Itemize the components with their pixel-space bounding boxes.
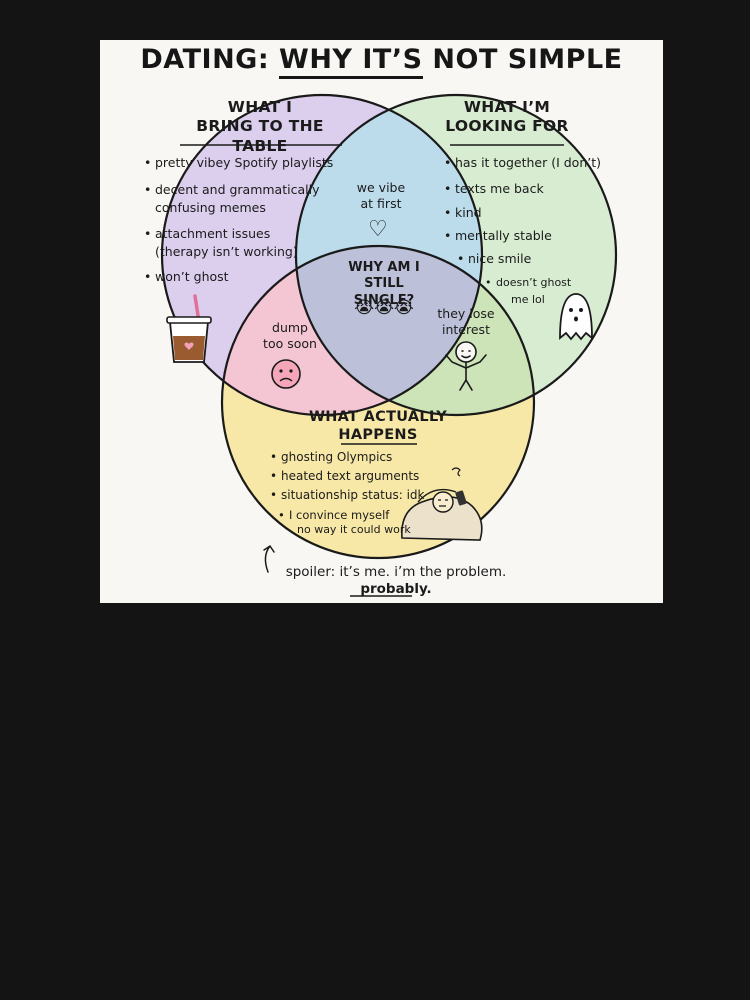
footer-arrow-icon <box>263 544 275 573</box>
overlap-bring-looking-label: we vibe at first <box>356 180 406 211</box>
looking-item: kind <box>444 205 481 221</box>
bring-item: won’t ghost <box>144 269 228 285</box>
person-in-bed-icon <box>401 467 483 541</box>
looking-heading: WHAT I’M LOOKING FOR <box>445 98 569 136</box>
looking-item: texts me back <box>444 181 544 197</box>
happens-item: heated text arguments <box>270 469 419 484</box>
looking-item: nice smile <box>457 251 531 267</box>
bring-item: pretty vibey Spotify playlists <box>144 155 333 171</box>
page-title: DATING: WHY IT’S NOT SIMPLE <box>100 44 663 79</box>
crying-emoji-icon: 😭😭😭 <box>354 298 414 318</box>
bring-item-continued: (therapy isn’t working) <box>155 244 298 259</box>
looking-item: has it together (I don’t) <box>444 155 601 171</box>
ghost-icon <box>559 293 593 341</box>
happens-item: I convince myself <box>278 508 389 523</box>
overlap-looking-happens-label: they lose interest <box>437 306 495 337</box>
overlap-bring-happens-label: dump too soon <box>263 320 317 351</box>
poster: DATING: WHY IT’S NOT SIMPLE WHAT I BRING… <box>100 40 663 603</box>
bring-item: decent and grammatically <box>144 182 320 198</box>
bring-item-continued: confusing memes <box>155 200 266 215</box>
bring-item: attachment issues <box>144 226 270 242</box>
heart-icon: ♡ <box>368 217 388 242</box>
happens-item: situationship status: idk <box>270 488 424 503</box>
bring-heading: WHAT I BRING TO THE TABLE <box>196 98 324 155</box>
looking-item-continued: me lol <box>511 293 545 306</box>
happens-item-continued: no way it could work <box>297 523 411 536</box>
looking-item: mentally stable <box>444 228 552 244</box>
sad-face-icon <box>271 359 301 389</box>
center-label: WHY AM I STILL SINGLE? <box>348 260 420 308</box>
happens-item: ghosting Olympics <box>270 450 392 465</box>
footer-note: spoiler: it’s me. i’m the problem. proba… <box>285 564 507 597</box>
happens-heading: WHAT ACTUALLY HAPPENS <box>308 409 448 444</box>
looking-item: doesn’t ghost <box>485 276 571 290</box>
iced-coffee-icon <box>166 294 212 363</box>
shrug-figure-icon <box>445 341 487 391</box>
